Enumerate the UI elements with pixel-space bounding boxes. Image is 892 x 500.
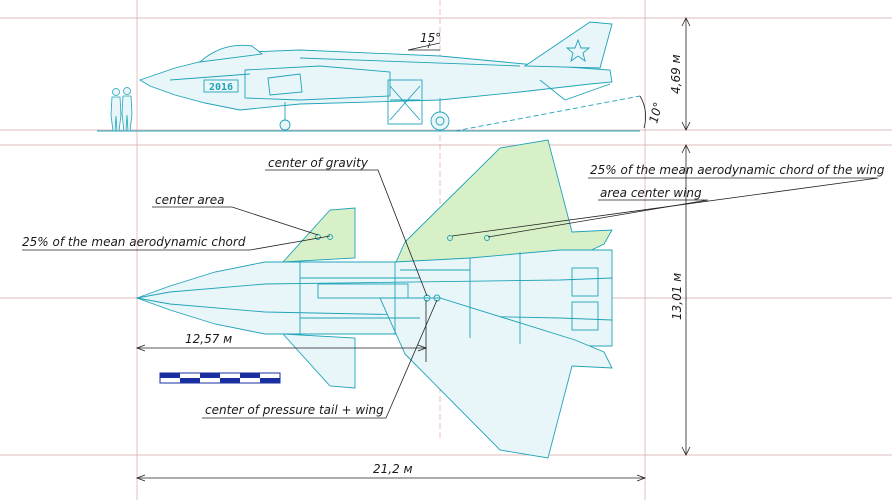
partial-length-label: 12,57 м bbox=[185, 332, 232, 346]
height-dimension bbox=[681, 17, 691, 131]
scale-bar bbox=[159, 372, 281, 384]
star-insignia-icon bbox=[565, 38, 591, 63]
length-dimension bbox=[135, 474, 647, 482]
label-mac-25-wing: 25% of the mean aerodynamic chord of the… bbox=[590, 163, 885, 177]
span-label: 13,01 м bbox=[670, 273, 684, 320]
label-center-of-pressure: center of pressure tail + wing bbox=[205, 403, 384, 417]
length-label: 21,2 м bbox=[373, 462, 413, 476]
height-label: 4,69 м bbox=[669, 54, 683, 94]
nozzle-angle-label: 15° bbox=[420, 31, 441, 45]
leader-lines bbox=[22, 169, 879, 419]
span-dimension bbox=[681, 144, 691, 456]
label-mac-25-tail: 25% of the mean aerodynamic chord bbox=[22, 235, 246, 249]
partial-length-dimension bbox=[135, 300, 428, 362]
tail-angle-label: 10° bbox=[646, 101, 665, 125]
tail-number: 2016 bbox=[209, 82, 233, 93]
top-view bbox=[135, 139, 613, 459]
label-center-area: center area bbox=[155, 193, 224, 207]
people-silhouette bbox=[110, 87, 133, 132]
label-center-of-gravity: center of gravity bbox=[268, 156, 369, 170]
label-area-center-wing: area center wing bbox=[600, 186, 702, 200]
side-view: 2016 bbox=[97, 21, 647, 132]
